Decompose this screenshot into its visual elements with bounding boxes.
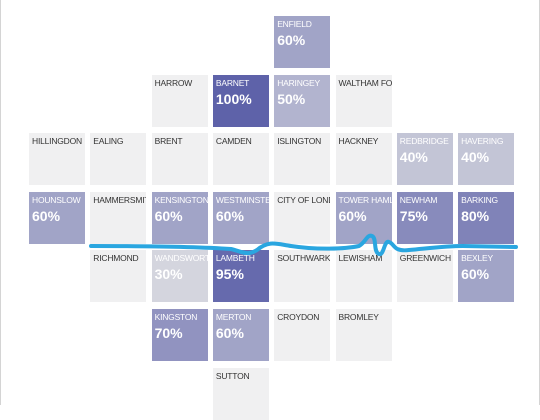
tile-havering: HAVERING 40% bbox=[458, 133, 515, 186]
tile-hackney: HACKNEY bbox=[335, 133, 392, 186]
tile-hillingdon: HILLINGDON bbox=[29, 133, 85, 186]
tile-label: BROMLEY bbox=[338, 312, 379, 322]
tile-label: LAMBETH bbox=[215, 253, 255, 264]
tile-label: CROYDON bbox=[277, 312, 320, 322]
tile-label: BRENT bbox=[154, 136, 183, 147]
tile-hounslow: HOUNSLOW 60% bbox=[29, 191, 85, 244]
tile-label: MERTON bbox=[215, 312, 252, 322]
tile-croydon: CROYDON bbox=[274, 309, 331, 361]
tile-lambeth: LAMBETH 95% bbox=[212, 250, 269, 303]
tile-label: NEWHAM bbox=[399, 194, 438, 205]
tile-label: TOWER HAMLETS bbox=[338, 194, 392, 205]
tile-value: 80% bbox=[461, 207, 490, 224]
tile-value: 60% bbox=[154, 207, 183, 224]
tile-tower-hamlets: TOWER HAMLETS 60% bbox=[335, 191, 392, 244]
tile-kingston: KINGSTON 70% bbox=[151, 309, 208, 361]
tile-brent: BRENT bbox=[151, 133, 208, 186]
tile-value: 60% bbox=[461, 266, 490, 283]
tile-label: BEXLEY bbox=[461, 253, 493, 264]
tile-label: WESTMINSTER bbox=[215, 194, 269, 205]
tile-label: HARINGEY bbox=[277, 77, 320, 88]
tile-value: 60% bbox=[215, 325, 244, 341]
tile-label: CITY OF LONDON bbox=[277, 194, 330, 205]
tile-greenwich: GREENWICH bbox=[396, 250, 453, 303]
tile-sutton: SUTTON bbox=[212, 367, 269, 420]
tile-value: 30% bbox=[154, 266, 183, 283]
tile-westminster: WESTMINSTER 60% bbox=[212, 191, 269, 244]
tile-label: HACKNEY bbox=[338, 136, 379, 147]
tile-label: HAVERING bbox=[461, 136, 504, 147]
tile-label: GREENWICH bbox=[399, 253, 451, 264]
tile-southwark: SOUTHWARK bbox=[274, 250, 331, 303]
tile-label: BARKING bbox=[461, 194, 498, 205]
tile-label: HARROW bbox=[154, 77, 193, 88]
tile-label: KENSINGTON bbox=[154, 194, 208, 205]
tile-bromley: BROMLEY bbox=[335, 309, 392, 361]
tile-label: HOUNSLOW bbox=[32, 194, 81, 205]
tile-value: 50% bbox=[277, 90, 306, 107]
tile-lewisham: LEWISHAM bbox=[335, 250, 392, 303]
tile-value: 60% bbox=[215, 207, 244, 224]
tile-barking: BARKING 80% bbox=[458, 191, 515, 244]
tile-value: 70% bbox=[154, 325, 183, 341]
tile-city-of-london: CITY OF LONDON bbox=[274, 191, 331, 244]
tile-value: 100% bbox=[215, 90, 252, 107]
tile-haringey: HARINGEY 50% bbox=[274, 74, 331, 127]
tile-value: 60% bbox=[338, 207, 367, 224]
tile-label: SOUTHWARK bbox=[277, 253, 331, 264]
tile-ealing: EALING bbox=[90, 133, 147, 186]
tile-label: EALING bbox=[93, 136, 124, 147]
tile-label: SUTTON bbox=[215, 370, 250, 381]
tile-barnet: BARNET 100% bbox=[212, 74, 269, 127]
tile-label: REDBRIDGE bbox=[399, 136, 449, 147]
tile-kensington: KENSINGTON 60% bbox=[151, 191, 208, 244]
tile-wandsworth: WANDSWORTH 30% bbox=[151, 250, 208, 303]
tile-value: 60% bbox=[277, 32, 306, 48]
tile-waltham-forest: WALTHAM FOREST bbox=[335, 74, 392, 127]
tile-label: RICHMOND bbox=[93, 253, 139, 264]
tile-label: BARNET bbox=[215, 77, 250, 88]
tile-label: HAMMERSMITH bbox=[93, 194, 146, 205]
tile-label: WANDSWORTH bbox=[154, 253, 208, 264]
tile-label: KINGSTON bbox=[154, 312, 198, 322]
tile-richmond: RICHMOND bbox=[90, 250, 147, 303]
tile-camden: CAMDEN bbox=[212, 133, 269, 186]
tile-value: 75% bbox=[399, 207, 428, 224]
tile-label: ISLINGTON bbox=[277, 136, 322, 147]
tile-value: 40% bbox=[399, 149, 428, 166]
tile-value: 60% bbox=[32, 207, 61, 224]
tile-bexley: BEXLEY 60% bbox=[458, 250, 515, 303]
tile-islington: ISLINGTON bbox=[274, 133, 331, 186]
tile-merton: MERTON 60% bbox=[212, 309, 269, 361]
tile-enfield: ENFIELD 60% bbox=[274, 16, 331, 68]
tile-label: WALTHAM FOREST bbox=[338, 77, 392, 88]
tile-hammersmith: HAMMERSMITH bbox=[90, 191, 147, 244]
tile-label: HILLINGDON bbox=[32, 136, 82, 147]
tile-value: 95% bbox=[215, 266, 244, 283]
tile-value: 40% bbox=[461, 149, 490, 166]
tile-label: CAMDEN bbox=[215, 136, 252, 147]
tile-label: ENFIELD bbox=[277, 19, 312, 29]
tile-newham: NEWHAM 75% bbox=[396, 191, 453, 244]
tile-label: LEWISHAM bbox=[338, 253, 383, 264]
tile-harrow: HARROW bbox=[151, 74, 208, 127]
tile-redbridge: REDBRIDGE 40% bbox=[396, 133, 453, 186]
